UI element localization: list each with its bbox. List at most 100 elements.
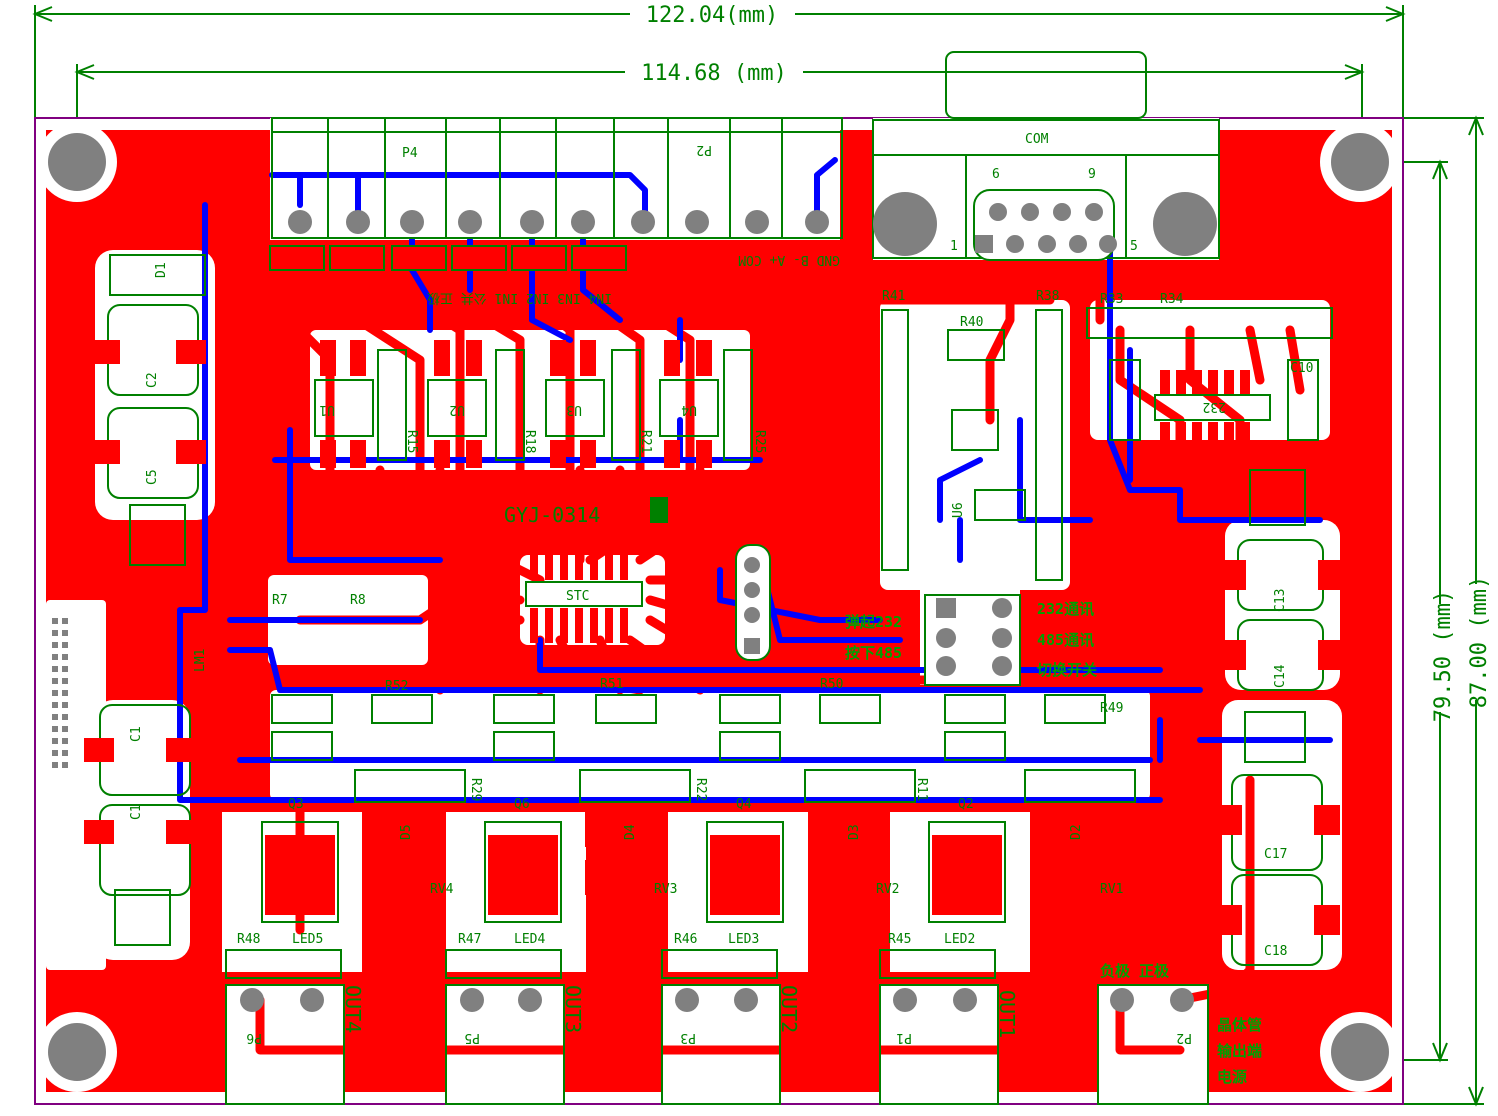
- r48-label: R48: [237, 932, 260, 947]
- heatsink-dots: [52, 618, 68, 768]
- out4-label: OUT4: [341, 985, 365, 1033]
- c14-label: C14: [1273, 664, 1288, 688]
- led4-label: LED4: [514, 932, 545, 947]
- r38-label: R38: [1036, 289, 1059, 304]
- r50-label: R50: [820, 677, 843, 692]
- r33-label: R33: [1100, 292, 1123, 307]
- power-note-1: 晶体管: [1217, 1016, 1262, 1034]
- d1-label: D1: [154, 262, 169, 278]
- input-labels: IN4 IN3 IN2 IN1 公共 正极: [427, 290, 612, 305]
- mounting-holes: [37, 122, 1400, 1092]
- p3-label: P3: [680, 1030, 696, 1045]
- p4-label: P4: [402, 146, 418, 161]
- com-pin-5: 5: [1130, 239, 1138, 254]
- r7-label: R7: [272, 593, 288, 608]
- c5-label: C5: [145, 469, 160, 485]
- u4-label: U4: [681, 402, 697, 417]
- note-press-485: 按下485: [845, 644, 902, 662]
- com-db9-connector: [872, 51, 1220, 261]
- r18-label: R18: [522, 430, 537, 453]
- note-232-comm: 232通讯: [1037, 600, 1094, 618]
- c10-label: C10: [1290, 361, 1313, 376]
- rs232-section: [881, 307, 1333, 581]
- c1-label: C1: [129, 804, 144, 820]
- terminal-block-top: [271, 117, 843, 239]
- out1-label: OUT1: [995, 990, 1019, 1038]
- r52-label: R52: [385, 679, 408, 694]
- r29-label: R29: [468, 778, 483, 801]
- r49-label: R49: [1100, 701, 1123, 716]
- d3-label: D3: [847, 824, 862, 840]
- r45-label: R45: [888, 932, 911, 947]
- r22-label: R22: [693, 778, 708, 801]
- out3-label: OUT3: [561, 985, 585, 1033]
- led3-label: LED3: [728, 932, 759, 947]
- d2-label: D2: [1069, 824, 1084, 840]
- right-cap-pads: [1216, 560, 1342, 935]
- mcu-footprint: [525, 497, 668, 643]
- ic-232-label: 232: [1203, 399, 1226, 414]
- r11-label: R11: [914, 778, 929, 801]
- c13-label: C13: [1273, 589, 1288, 612]
- power-note-2: 输出端: [1217, 1042, 1262, 1060]
- led5-label: LED5: [292, 932, 323, 947]
- u6-label: U6: [951, 502, 966, 518]
- com-pin-1: 1: [950, 239, 958, 254]
- left-power-pads: [84, 340, 206, 844]
- rs232-pads: [1160, 370, 1250, 446]
- p6-label: P6: [246, 1030, 262, 1045]
- input-pad-row: [269, 245, 627, 271]
- opto-row: [314, 340, 753, 468]
- u2-label: U2: [449, 402, 465, 417]
- program-header: [735, 544, 771, 661]
- rv4-label: RV4: [430, 882, 454, 897]
- dim-height-outer: 87.00 (mm): [1467, 576, 1492, 708]
- r34-label: R34: [1160, 292, 1184, 307]
- r40-label: R40: [960, 315, 983, 330]
- r8-label: R8: [350, 593, 366, 608]
- terminal-pins-top: [288, 210, 829, 234]
- d5-label: D5: [399, 824, 414, 840]
- d4-label: D4: [623, 824, 638, 840]
- rv1-label: RV1: [1100, 882, 1123, 897]
- r15-label: R15: [404, 430, 419, 453]
- q6-label: Q6: [514, 797, 530, 812]
- dim-width-inner: 114.68 (mm): [641, 61, 787, 86]
- r47-label: R47: [458, 932, 481, 947]
- driver-row: [271, 694, 1136, 803]
- c18-label: C18: [1264, 944, 1287, 959]
- com-pin-6: 6: [992, 167, 1000, 182]
- mode-switch: [924, 594, 1021, 686]
- r25-label: R25: [752, 430, 767, 453]
- c17-label: C17: [1264, 847, 1287, 862]
- bus-labels: GND B- A+ COM: [738, 252, 840, 267]
- power-note-3: 电源: [1217, 1068, 1247, 1086]
- com-label: COM: [1025, 132, 1049, 147]
- dim-height-inner: 79.50 (mm): [1431, 590, 1456, 722]
- u1-label: U1: [319, 402, 335, 417]
- out2-label: OUT2: [777, 985, 801, 1033]
- rv2-label: RV2: [876, 882, 899, 897]
- note-pop-up-232: 弹起232: [845, 613, 902, 631]
- com-pin-9: 9: [1088, 167, 1096, 182]
- p1-label: P1: [896, 1030, 912, 1045]
- led2-label: LED2: [944, 932, 975, 947]
- board-title: GYJ-0314: [504, 503, 600, 527]
- p2-bottom-label: P2: [1176, 1030, 1192, 1045]
- output-channels: [225, 812, 1209, 1105]
- dim-width-outer: 122.04(mm): [646, 3, 778, 28]
- p2-top-label: P2: [696, 142, 712, 157]
- q2-label: Q2: [958, 797, 974, 812]
- note-switch: 切换开关: [1037, 661, 1097, 679]
- p5-label: P5: [464, 1030, 480, 1045]
- power-neg-pos: 负极 正极: [1100, 962, 1170, 980]
- q4-label: Q4: [736, 797, 752, 812]
- lm1-label: LM1: [193, 649, 208, 672]
- c6-label: C2: [145, 372, 160, 388]
- rv3-label: RV3: [654, 882, 677, 897]
- q3-label: Q3: [288, 797, 304, 812]
- u3-label: U3: [566, 402, 582, 417]
- r21-label: R21: [638, 430, 653, 453]
